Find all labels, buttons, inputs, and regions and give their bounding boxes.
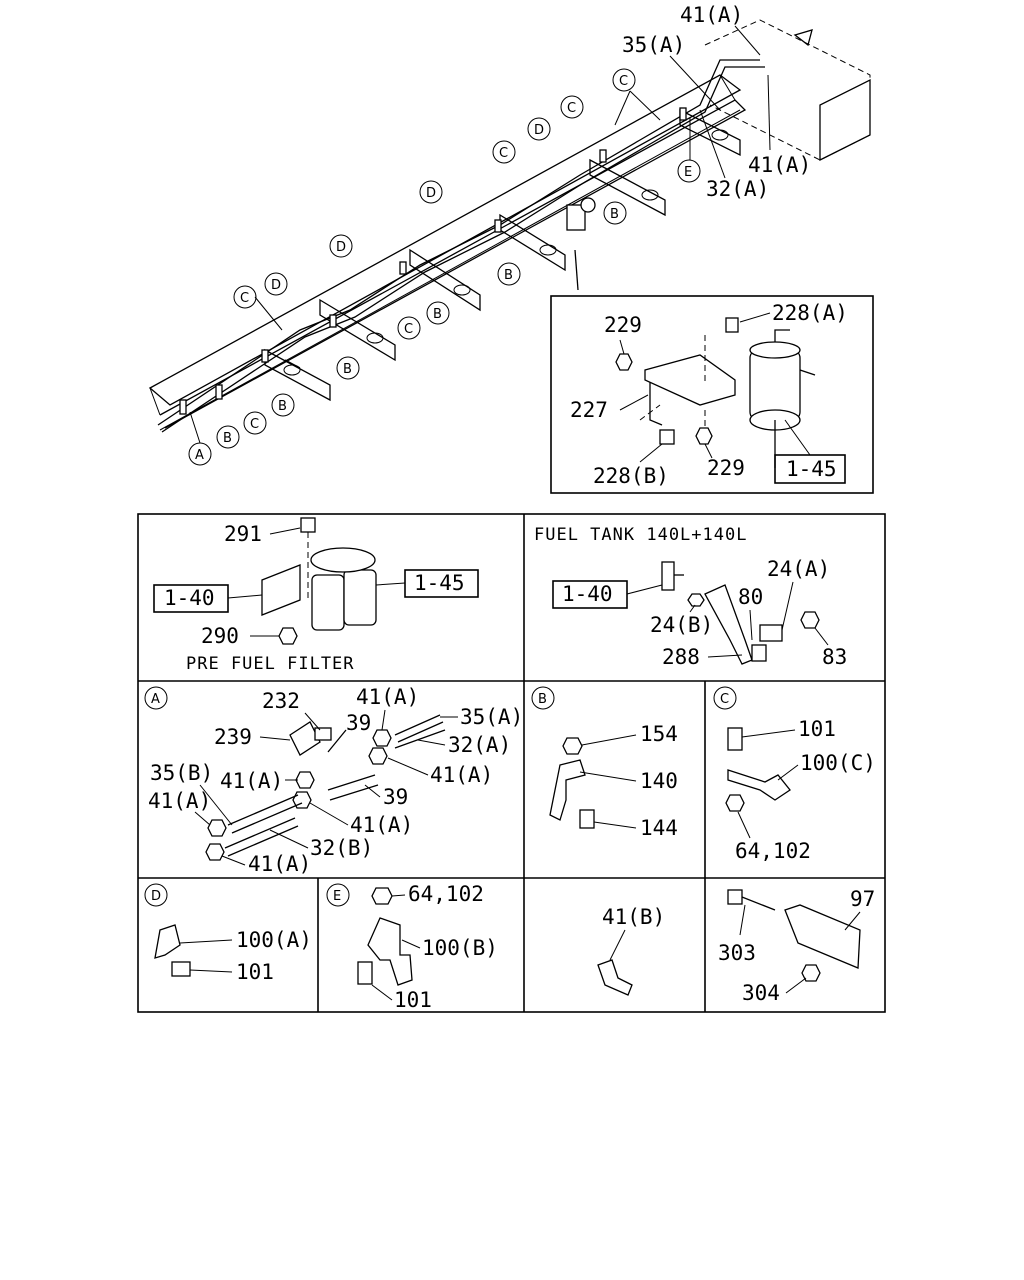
label-80: 80 (738, 585, 763, 609)
callout-d: D (271, 278, 281, 293)
parts-table-grid (137, 513, 886, 1013)
callout-a: A (195, 448, 204, 463)
title-fuel-tank: FUEL TANK 140L+140L (534, 525, 747, 545)
label-100a: 100(A) (236, 928, 312, 952)
callout-d: D (534, 123, 544, 138)
frame-fuel-filter (566, 197, 596, 291)
label-101-e: 101 (394, 988, 432, 1012)
callout-c: C (619, 74, 628, 89)
label-100b: 100(B) (422, 936, 498, 960)
label-24a: 24(A) (767, 557, 830, 581)
callout-b: B (433, 307, 442, 322)
callout-b: B (504, 268, 513, 283)
ref-1-45-inset: 1-45 (786, 457, 837, 481)
label-41a-2: 41(A) (220, 769, 283, 793)
label-290: 290 (201, 624, 239, 648)
callout-c: C (499, 146, 508, 161)
label-229-a: 229 (604, 313, 642, 337)
callout-b: B (343, 362, 352, 377)
label-101-d: 101 (236, 960, 274, 984)
panel-97: 97 303 304 (718, 887, 875, 1005)
label-32b: 32(B) (310, 836, 373, 860)
frame-assembly (148, 19, 871, 433)
label-41a-3: 41(A) (430, 763, 493, 787)
panel-b-tag: B (538, 692, 547, 707)
label-154: 154 (640, 722, 678, 746)
callout-d: D (336, 240, 346, 255)
label-41a-4: 41(A) (148, 789, 211, 813)
panel-41b: 41(B) (597, 905, 665, 996)
label-35a: 35(A) (622, 33, 685, 57)
label-239: 239 (214, 725, 252, 749)
panel-d-tag: D (151, 889, 161, 904)
label-101-c: 101 (798, 717, 836, 741)
label-64-102-e: 64,102 (408, 882, 484, 906)
callout-e: E (684, 165, 692, 180)
label-41a-right: 41(A) (748, 153, 811, 177)
label-41a-top: 41(A) (680, 3, 743, 27)
label-288: 288 (662, 645, 700, 669)
callout-d: D (426, 186, 436, 201)
label-32a: 32(A) (706, 177, 769, 201)
panel-a-tag: A (151, 692, 160, 707)
label-32a-panel: 32(A) (448, 733, 511, 757)
label-227: 227 (570, 398, 608, 422)
label-303: 303 (718, 941, 756, 965)
label-232: 232 (262, 689, 300, 713)
label-228b: 228(B) (593, 464, 669, 488)
label-41a-1: 41(A) (356, 685, 419, 709)
top-callouts: A B C B C D B D C B D B C D C B C E (188, 68, 701, 466)
ref-1-40-left: 1-40 (164, 586, 215, 610)
ref-1-45-left: 1-45 (414, 571, 465, 595)
panel-e: E 64,102 100(B) 101 (326, 882, 498, 1012)
label-83: 83 (822, 645, 847, 669)
label-41a-6: 41(A) (248, 852, 311, 876)
pre-fuel-filter-panel: 291 1-40 1-45 290 PRE FUEL FILTER (153, 517, 479, 674)
label-39-1: 39 (346, 711, 371, 735)
callout-b: B (610, 207, 619, 222)
panel-a: A 232 41(A) 35(A) 239 39 32(A) 35(B) 41(… (144, 685, 523, 876)
label-304: 304 (742, 981, 780, 1005)
panel-c-tag: C (720, 692, 729, 707)
callout-c: C (250, 417, 259, 432)
callout-c: C (404, 322, 413, 337)
label-228a: 228(A) (772, 301, 848, 325)
callout-c: C (240, 291, 249, 306)
panel-b: B 154 140 144 (531, 686, 678, 840)
clips (179, 107, 687, 415)
title-pre-fuel-filter: PRE FUEL FILTER (186, 654, 355, 674)
panel-c: C 101 100(C) 64,102 (713, 686, 876, 863)
label-291: 291 (224, 522, 262, 546)
ref-1-40-right: 1-40 (562, 582, 613, 606)
label-35b: 35(B) (150, 761, 213, 785)
label-144: 144 (640, 816, 678, 840)
inset-filter-box (550, 295, 874, 494)
label-100c: 100(C) (800, 751, 876, 775)
fuel-tank-panel: FUEL TANK 140L+140L 1-40 24(A) 80 24(B) … (534, 525, 847, 669)
label-229-b: 229 (707, 456, 745, 480)
callout-c: C (567, 101, 576, 116)
panel-e-tag: E (333, 889, 341, 904)
label-35a-panel: 35(A) (460, 705, 523, 729)
label-64-102-c: 64,102 (735, 839, 811, 863)
label-41a-5: 41(A) (350, 813, 413, 837)
label-24b: 24(B) (650, 613, 713, 637)
callout-b: B (278, 399, 287, 414)
label-140: 140 (640, 769, 678, 793)
panel-d: D 100(A) 101 (144, 883, 312, 984)
fuel-tank (704, 19, 871, 162)
callout-b: B (223, 431, 232, 446)
label-41b: 41(B) (602, 905, 665, 929)
label-39-2: 39 (383, 785, 408, 809)
label-97: 97 (850, 887, 875, 911)
